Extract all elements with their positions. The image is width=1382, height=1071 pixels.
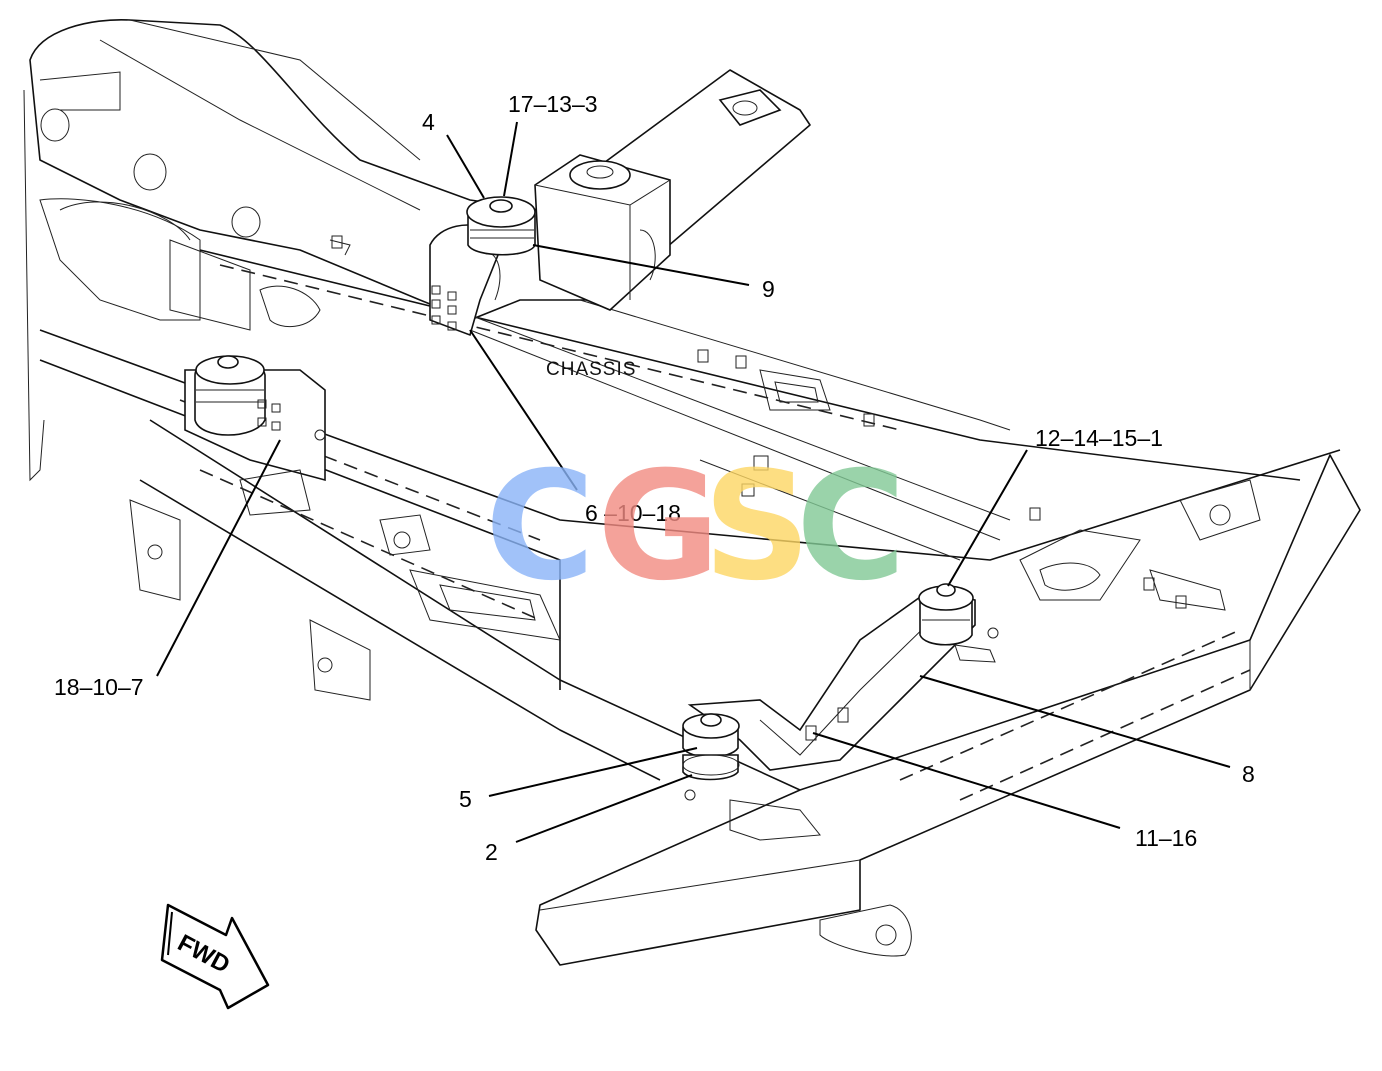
watermark-letter-c1: C <box>485 440 595 614</box>
front-crossmember <box>682 583 999 801</box>
callout-11-16: 11–16 <box>1135 825 1197 851</box>
front-bumper <box>535 454 1361 966</box>
callout-labels: 4 17–13–3 9 CHASSIS 6 –10–18 12–14–15–1 … <box>54 91 1255 865</box>
watermark-letter-s: S <box>703 440 811 614</box>
callout-9: 9 <box>762 276 775 302</box>
chassis-label: CHASSIS <box>546 359 636 380</box>
chassis-pads <box>129 235 1187 701</box>
left-mount-assembly <box>184 355 326 516</box>
forward-arrow: FWD <box>160 903 270 1010</box>
callout-12-14-15-1: 12–14–15–1 <box>1035 425 1163 451</box>
callout-6-10-18: 6 –10–18 <box>585 500 681 526</box>
upper-mount-assembly <box>429 196 536 337</box>
callout-2: 2 <box>485 839 498 865</box>
callout-4: 4 <box>422 109 435 135</box>
watermark: C G S C <box>485 440 906 614</box>
rear-mount-bracket <box>534 89 782 311</box>
leader-lines <box>156 121 1231 843</box>
callout-17-13-3: 17–13–3 <box>508 91 598 117</box>
callout-18-10-7: 18–10–7 <box>54 674 144 700</box>
callout-8: 8 <box>1242 761 1255 787</box>
callout-5: 5 <box>459 786 472 812</box>
rear-frame-outline <box>23 18 811 482</box>
watermark-letter-c2: C <box>796 440 906 614</box>
watermark-letter-g: G <box>597 440 720 614</box>
